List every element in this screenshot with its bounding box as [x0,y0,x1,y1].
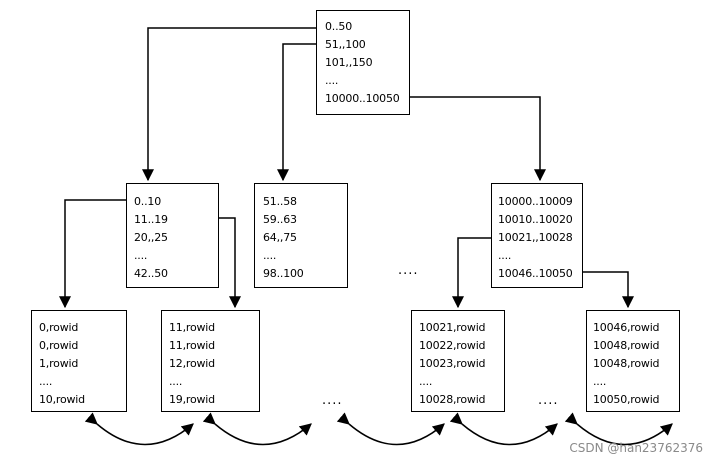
leaf-link-3-arrow [336,412,445,446]
leaf-link-1-arrow [84,412,194,446]
branch-3-key-1: 10000..10009 [498,195,573,208]
leaf-link-4-arrow [449,412,558,446]
leaf-link-2-arrow [202,412,312,446]
leaf-4-entry-5: 10050,rowid [593,393,660,406]
branch-1-key-5: 42..50 [134,267,168,280]
branch-3-key-5: 10046..10050 [498,267,573,280]
root-to-branch-3-arrow [410,96,546,182]
root-key-1: 0..50 [325,20,352,33]
branch-2-key-5: 98..100 [263,267,304,280]
branch-1-key-ellipsis: .... [134,249,148,262]
branch-1-key-3: 20,,25 [134,231,168,244]
leaf-2-entry-1: 11,rowid [169,321,215,334]
leaf-3-entry-ellipsis: .... [419,375,433,388]
leaf-2-entry-2: 11,rowid [169,339,215,352]
branch-2-key-ellipsis: .... [263,249,277,262]
root-key-5: 10000..10050 [325,92,400,105]
leaf-2-entry-ellipsis: .... [169,375,183,388]
leaf-2-entry-5: 19,rowid [169,393,215,406]
root-key-3: 101,,150 [325,56,373,69]
leaf-ellipsis-left: .... [322,393,343,408]
root-to-branch-2-arrow [277,43,318,182]
branch-3-to-leaf-3-arrow [452,237,494,309]
watermark: CSDN @han23762376 [569,441,703,455]
branch-2-key-1: 51..58 [263,195,297,208]
leaf-node-1: 0,rowid 0,rowid 1,rowid .... 10,rowid [31,310,127,412]
leaf-1-entry-1: 0,rowid [39,321,79,334]
leaf-3-entry-3: 10023,rowid [419,357,486,370]
leaf-1-entry-ellipsis: .... [39,375,53,388]
leaf-2-entry-3: 12,rowid [169,357,215,370]
leaf-4-entry-ellipsis: .... [593,375,607,388]
branch-1-key-2: 11..19 [134,213,168,226]
leaf-node-2: 11,rowid 11,rowid 12,rowid .... 19,rowid [161,310,260,412]
leaf-3-entry-2: 10022,rowid [419,339,486,352]
branch-3-key-ellipsis: .... [498,249,512,262]
leaf-1-entry-5: 10,rowid [39,393,85,406]
branch-3-to-leaf-4-arrow [578,271,634,309]
leaf-ellipsis-right: .... [538,393,559,408]
leaf-4-entry-1: 10046,rowid [593,321,660,334]
root-node: 0..50 51,,100 101,,150 .... 10000..10050 [316,10,410,115]
branch-3-key-3: 10021,,10028 [498,231,573,244]
branch-2-key-3: 64,,75 [263,231,297,244]
root-key-2: 51,,100 [325,38,366,51]
branch-node-1: 0..10 11..19 20,,25 .... 42..50 [126,183,219,288]
root-key-ellipsis: .... [325,74,339,87]
branch-node-3: 10000..10009 10010..10020 10021,,10028 .… [491,183,583,288]
leaf-4-entry-3: 10048,rowid [593,357,660,370]
root-to-branch-1-arrow [142,27,318,182]
leaf-3-entry-1: 10021,rowid [419,321,486,334]
leaf-1-entry-3: 1,rowid [39,357,79,370]
leaf-node-4: 10046,rowid 10048,rowid 10048,rowid ....… [586,310,680,412]
branch-node-2: 51..58 59..63 64,,75 .... 98..100 [254,183,348,288]
leaf-4-entry-2: 10048,rowid [593,339,660,352]
branch-ellipsis: .... [398,263,419,278]
leaf-1-entry-2: 0,rowid [39,339,79,352]
branch-1-to-leaf-1-arrow [59,199,128,309]
leaf-link-5-arrow [564,412,673,446]
branch-1-key-1: 0..10 [134,195,161,208]
branch-3-key-2: 10010..10020 [498,213,573,226]
leaf-node-3: 10021,rowid 10022,rowid 10023,rowid ....… [411,310,505,412]
branch-2-key-2: 59..63 [263,213,297,226]
leaf-3-entry-5: 10028,rowid [419,393,486,406]
